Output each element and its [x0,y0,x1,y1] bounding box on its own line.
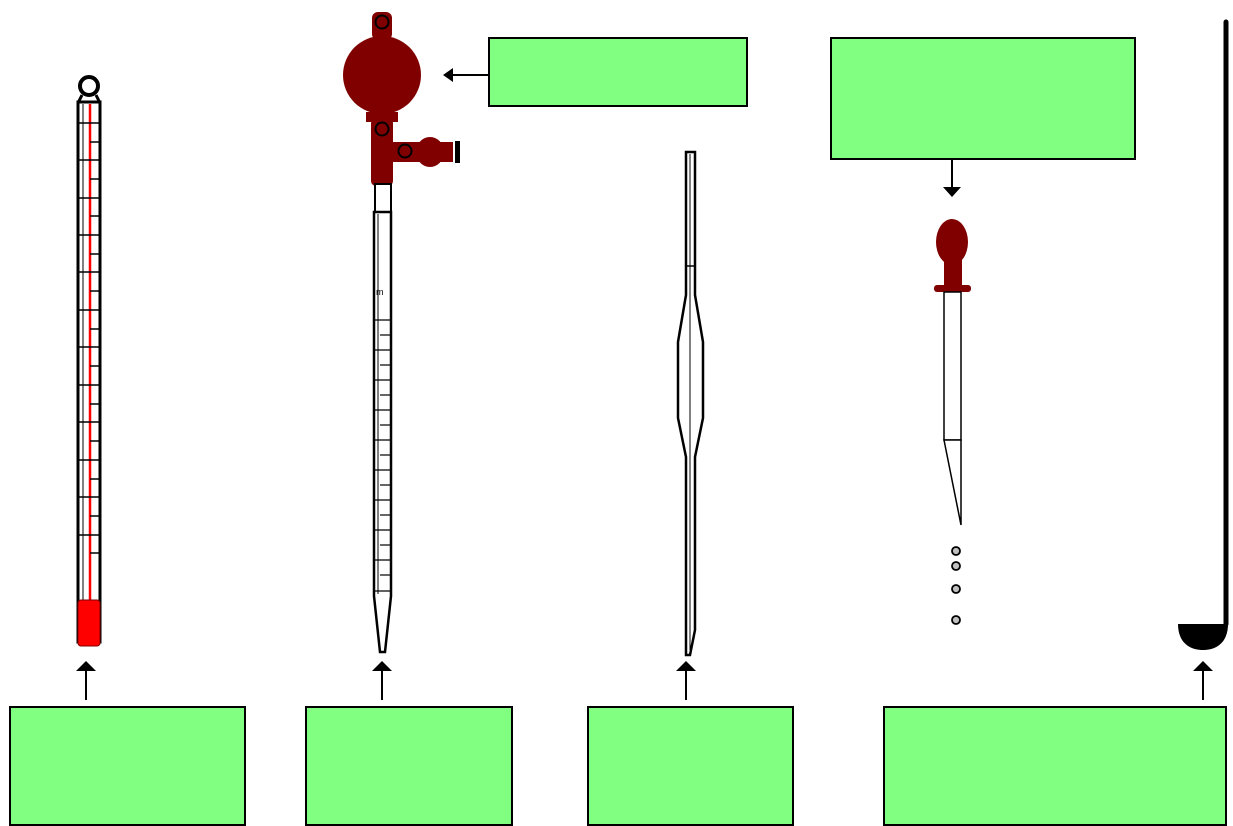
pipette-body [372,210,393,654]
dropper-tip [943,439,962,526]
arrow-to-pipette-bulb [443,68,489,82]
arrow-to-volumetric-pipette [676,661,696,700]
pipette-scale-ticks [374,319,391,592]
deflagrating-spoon [1178,19,1229,650]
thermometer-ring [78,75,100,97]
arrow-to-dropper [943,160,961,197]
pipette-bulb-label-box[interactable] [488,37,748,107]
pipette-top-stem [374,183,392,215]
drop [951,546,961,556]
dropper-bulb [936,219,968,265]
thermometer-label-box[interactable] [9,706,246,826]
dropper-tube [943,291,962,441]
arrow-to-spoon [1193,661,1213,700]
spoon-cup [1178,624,1228,650]
dropper-bulb-collar [934,285,971,292]
arrow-to-graduated-pipette [372,661,392,700]
dropper [934,219,971,625]
volumetric-pipette-label-box[interactable] [587,706,794,826]
mercury-bulb [77,599,101,647]
volumetric-pipette [676,150,705,657]
graduated-pipette-label-box[interactable] [305,706,513,826]
graduated-pipette: m [343,12,460,654]
pipette-bulb [343,12,460,186]
pipette-scale-mark: m [376,287,384,297]
drop [951,615,961,625]
drops [951,546,961,625]
spoon-label-box[interactable] [883,706,1227,826]
arrow-to-thermometer [76,661,96,700]
thermometer [76,75,102,647]
dropper-bulb-label-box[interactable] [830,37,1136,160]
thermometer-scale-ticks [78,122,100,554]
drop [951,561,961,571]
volumetric-pipette-outline [676,150,705,657]
drop [951,584,961,594]
arrows [76,68,1213,700]
dropper-bulb-neck [944,258,962,288]
